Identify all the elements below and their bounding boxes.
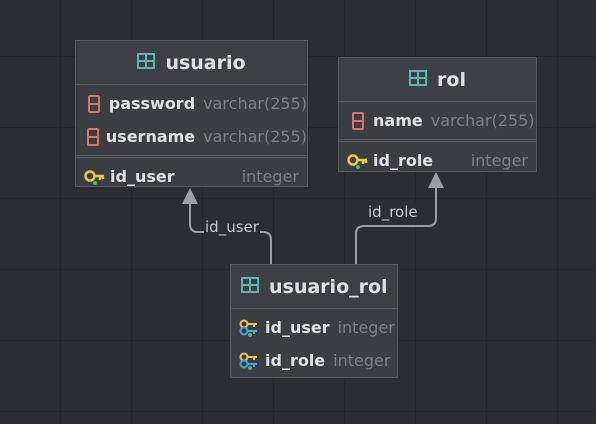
column-name: username [105, 127, 196, 146]
key-type: integer [337, 318, 395, 337]
table-icon [409, 69, 428, 90]
key-type: integer [470, 151, 528, 170]
table-name: usuario [165, 51, 246, 74]
key-row[interactable]: id_role integer [339, 144, 536, 177]
column-name: password [108, 94, 196, 113]
key-name: id_role [373, 151, 434, 170]
key-row[interactable]: id_role integer [231, 344, 397, 377]
column-type: varchar(255) [203, 127, 307, 146]
column-type: varchar(255) [203, 94, 307, 113]
key-row[interactable]: id_user integer [231, 311, 397, 344]
table-name: rol [437, 68, 466, 91]
column-icon [84, 126, 102, 148]
foreign-key-icon [239, 317, 261, 339]
column-row[interactable]: password varchar(255) [76, 87, 307, 120]
table-usuario-rol[interactable]: usuario_rol id_user integer id_role inte… [230, 264, 398, 378]
column-icon [84, 93, 105, 115]
column-icon [347, 110, 369, 132]
column-name: name [373, 111, 423, 130]
key-name: id_user [265, 318, 330, 337]
primary-key-icon [84, 166, 106, 188]
table-rol[interactable]: rol name varchar(255) id_role integer [338, 57, 537, 172]
key-name: id_role [265, 351, 326, 370]
table-icon [241, 276, 259, 297]
table-icon [137, 52, 156, 73]
relation-label-id-user: id_user [204, 218, 260, 236]
key-row[interactable]: id_user integer [76, 160, 307, 193]
table-header[interactable]: rol [339, 58, 536, 102]
primary-key-icon [347, 150, 369, 172]
table-header[interactable]: usuario_rol [231, 265, 397, 309]
relation-label-id-role: id_role [367, 203, 419, 221]
table-usuario[interactable]: usuario password varchar(255) username v… [75, 40, 308, 187]
key-type: integer [241, 167, 299, 186]
key-name: id_user [110, 167, 175, 186]
column-row[interactable]: username varchar(255) [76, 120, 307, 153]
column-row[interactable]: name varchar(255) [339, 104, 536, 137]
table-name: usuario_rol [269, 275, 388, 298]
arrow-head-usuario [182, 188, 198, 204]
table-header[interactable]: usuario [76, 41, 307, 85]
key-type: integer [333, 351, 391, 370]
column-type: varchar(255) [430, 111, 535, 130]
arrow-head-rol [428, 172, 444, 188]
foreign-key-icon [239, 350, 261, 372]
